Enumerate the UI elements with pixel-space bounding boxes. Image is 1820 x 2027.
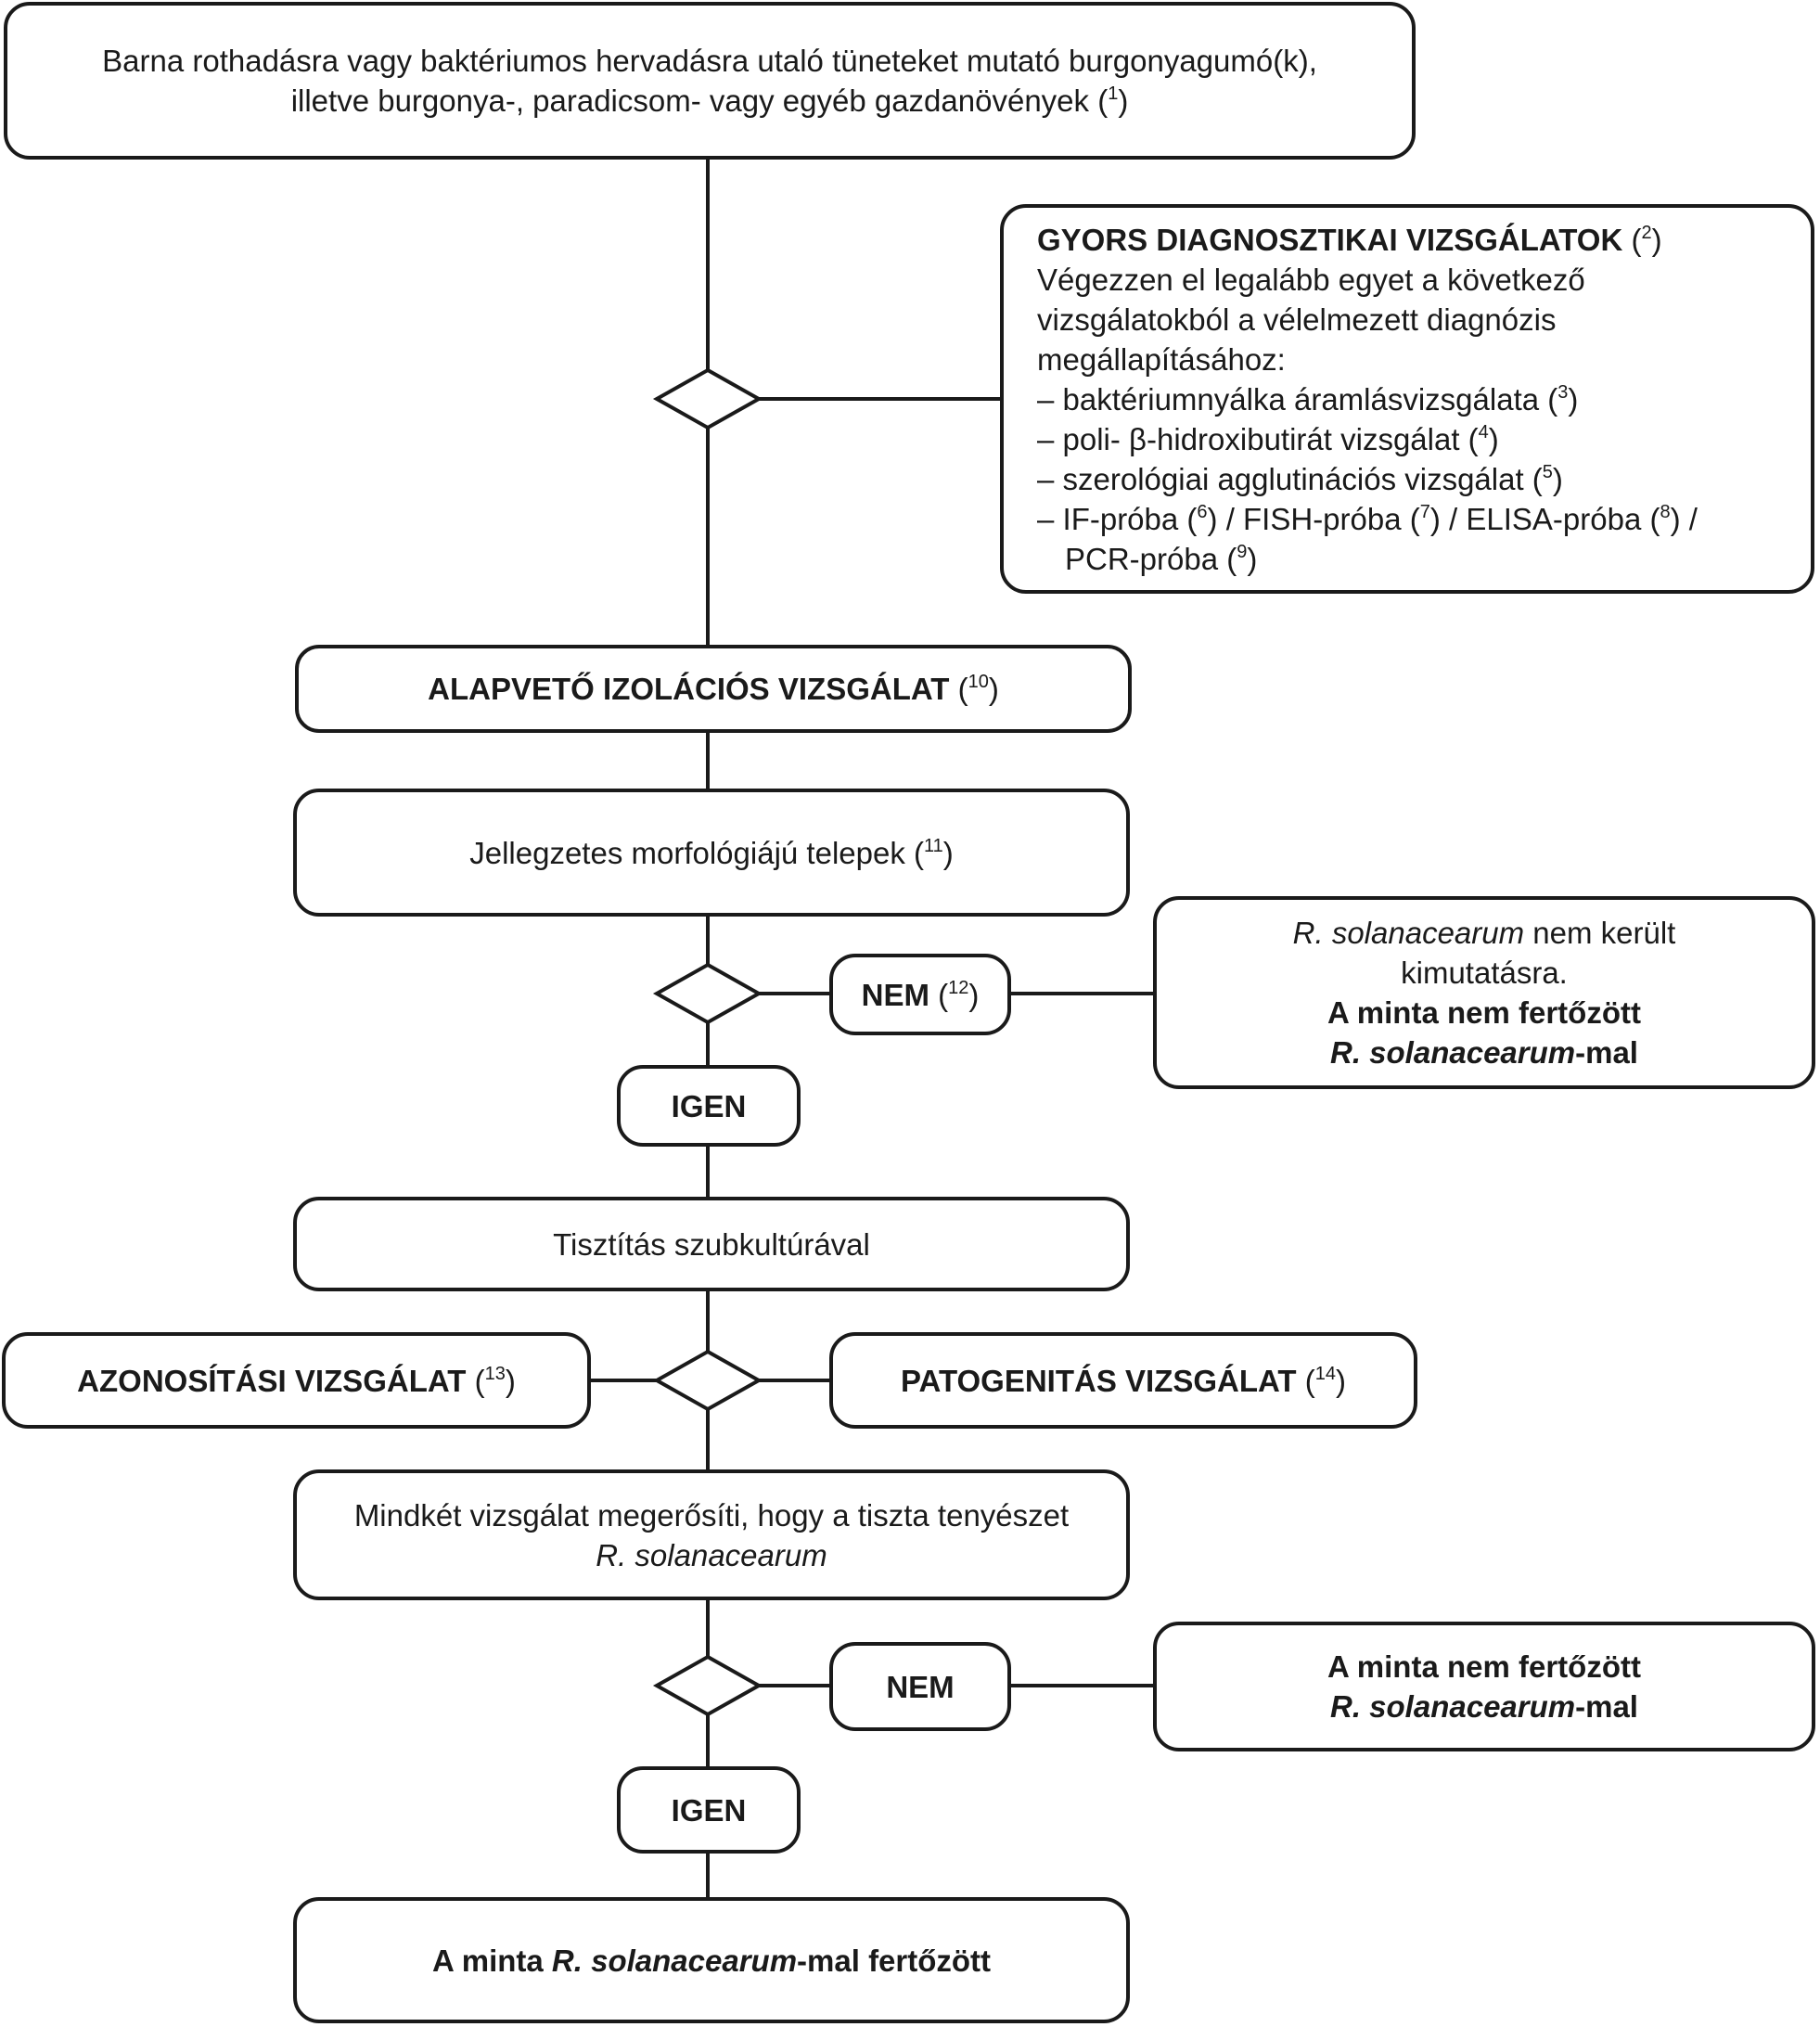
- rapid-item-3: – szerológiai agglutinációs vizsgálat (5…: [1037, 461, 1563, 496]
- negative-result-box-2: A minta nem fertőzött R. solanacearum-ma…: [1153, 1622, 1815, 1751]
- confirmation-line-2: R. solanacearum: [596, 1537, 827, 1572]
- isolation-label: ALAPVETŐ IZOLÁCIÓS VIZSGÁLAT: [428, 672, 950, 706]
- yes-label-1: IGEN: [617, 1065, 801, 1147]
- neg2-line-2: R. solanacearum-mal: [1330, 1689, 1638, 1724]
- rapid-item-4: – IF-próba (6) / FISH-próba (7) / ELISA-…: [1037, 501, 1698, 536]
- decision-diamond-1: [652, 367, 763, 430]
- rapid-intro-1: Végezzen el legalább egyet a következő: [1037, 262, 1585, 297]
- start-box: Barna rothadásra vagy baktériumos hervad…: [4, 2, 1416, 160]
- isolation-box: ALAPVETŐ IZOLÁCIÓS VIZSGÁLAT (10): [295, 645, 1132, 733]
- rapid-item-2: – poli- β-hidroxibutirát vizsgálat (4): [1037, 421, 1499, 456]
- no-label-1: NEM (12): [829, 954, 1011, 1035]
- rapid-title: GYORS DIAGNOSZTIKAI VIZSGÁLATOK (2): [1037, 222, 1662, 257]
- yes-label-2: IGEN: [617, 1766, 801, 1854]
- identification-box: AZONOSÍTÁSI VIZSGÁLAT (13): [2, 1332, 591, 1429]
- negative-result-box-1: R. solanacearum nem került kimutatásra. …: [1153, 896, 1815, 1089]
- neg1-line-4: R. solanacearum-mal: [1330, 1035, 1638, 1070]
- start-line-2: illetve burgonya-, paradicsom- vagy egyé…: [290, 83, 1129, 118]
- start-line-1: Barna rothadásra vagy baktériumos hervad…: [102, 44, 1317, 78]
- decision-diamond-4: [652, 1654, 763, 1717]
- neg1-line-2: kimutatásra.: [1401, 956, 1568, 990]
- confirmation-box: Mindkét vizsgálat megerősíti, hogy a tis…: [293, 1469, 1130, 1600]
- decision-diamond-2: [652, 962, 763, 1025]
- purification-label: Tisztítás szubkultúrával: [553, 1226, 870, 1262]
- neg2-line-1: A minta nem fertőzött: [1327, 1649, 1641, 1684]
- confirmation-line-1: Mindkét vizsgálat megerősíti, hogy a tis…: [353, 1497, 1070, 1533]
- colonies-label: Jellegzetes morfológiájú telepek (11): [469, 835, 954, 870]
- no-label-2: NEM: [829, 1642, 1011, 1731]
- final-label: A minta R. solanacearum-mal fertőzött: [431, 1943, 992, 1978]
- neg1-line-3: A minta nem fertőzött: [1327, 995, 1641, 1030]
- colonies-box: Jellegzetes morfológiájú telepek (11): [293, 789, 1130, 917]
- rapid-intro-3: megállapításához:: [1037, 341, 1286, 377]
- pathogenicity-box: PATOGENITÁS VIZSGÁLAT (14): [829, 1332, 1417, 1429]
- neg1-line-1: R. solanacearum nem került: [1292, 916, 1676, 950]
- rapid-item-4-cont: PCR-próba (9): [1065, 541, 1258, 576]
- rapid-diagnostics-box: GYORS DIAGNOSZTIKAI VIZSGÁLATOK (2) Vége…: [1000, 204, 1814, 594]
- pathogenicity-label: PATOGENITÁS VIZSGÁLAT: [901, 1363, 1297, 1398]
- identification-label: AZONOSÍTÁSI VIZSGÁLAT: [77, 1363, 467, 1398]
- rapid-intro-2: vizsgálatokból a vélelmezett diagnózis: [1037, 301, 1557, 337]
- decision-diamond-3: [652, 1349, 763, 1412]
- rapid-item-1: – baktériumnyálka áramlásvizsgálata (3): [1037, 381, 1579, 417]
- purification-box: Tisztítás szubkultúrával: [293, 1197, 1130, 1291]
- final-result-box: A minta R. solanacearum-mal fertőzött: [293, 1897, 1130, 2023]
